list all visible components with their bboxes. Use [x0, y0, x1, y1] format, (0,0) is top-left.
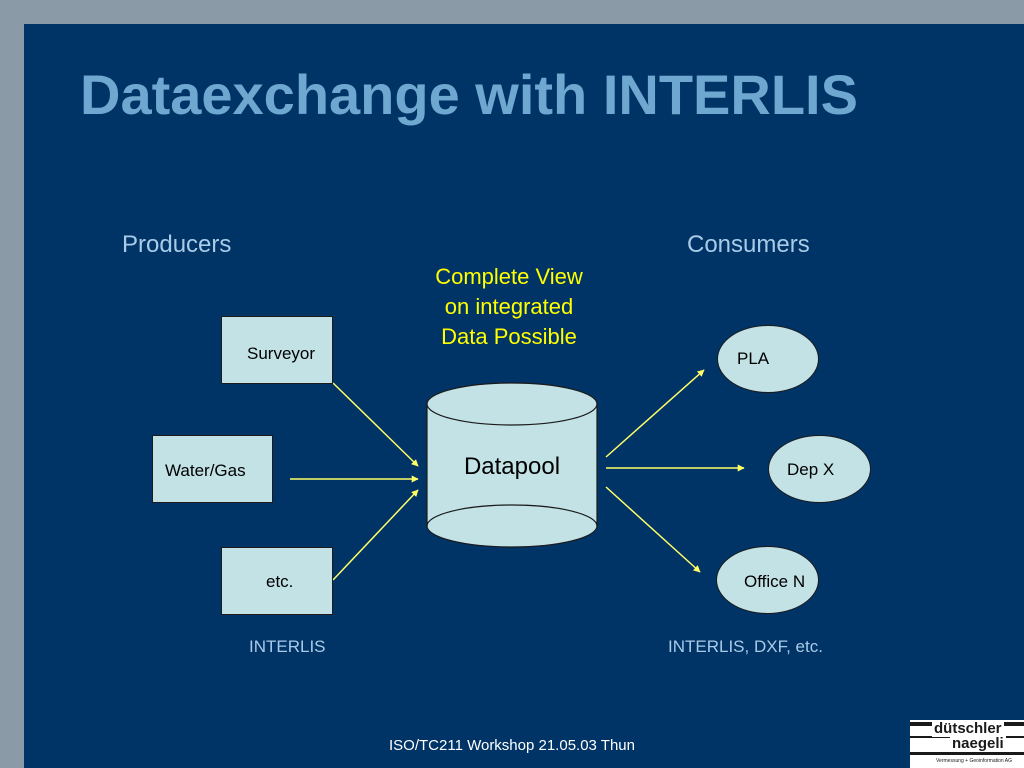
- consumer-ellipse-depx: Dep X: [768, 435, 871, 503]
- consumers-heading: Consumers: [687, 231, 810, 258]
- consumer-label: Office N: [744, 572, 806, 591]
- logo-line-3: Vermessung + Geoinformation AG: [936, 758, 1013, 764]
- producer-box-watergas: Water/Gas: [152, 435, 273, 503]
- arrow-datapool-to-pla: [605, 369, 705, 458]
- consumer-ellipse-pla: PLA: [717, 325, 819, 393]
- logo-line-1: dütschler: [932, 720, 1004, 737]
- note-line-1: Complete View: [435, 264, 583, 289]
- arrow-etc-to-datapool: [332, 489, 419, 581]
- producer-label: Surveyor: [247, 344, 316, 363]
- consumer-label: PLA: [737, 349, 770, 368]
- producer-label: Water/Gas: [165, 461, 246, 480]
- producer-label: etc.: [266, 572, 294, 591]
- producer-box-etc: etc.: [221, 547, 333, 615]
- consumer-format-caption: INTERLIS, DXF, etc.: [668, 637, 823, 656]
- datapool-label: Datapool: [463, 453, 561, 480]
- consumer-ellipse-officen: Office N: [716, 546, 819, 614]
- logo-line-2: naegeli: [950, 735, 1006, 752]
- integration-note: Complete View on integrated Data Possibl…: [414, 262, 604, 352]
- consumer-label: Dep X: [787, 460, 835, 479]
- slide-title: Dataexchange with INTERLIS: [80, 63, 858, 126]
- producer-format-caption: INTERLIS: [249, 637, 326, 656]
- slide-footer: ISO/TC211 Workshop 21.05.03 Thun: [389, 737, 635, 754]
- arrow-datapool-to-officen: [605, 486, 701, 573]
- note-line-3: Data Possible: [441, 324, 577, 349]
- company-logo: dütschler naegeli Vermessung + Geoinform…: [910, 720, 1024, 768]
- producer-box-surveyor: Surveyor: [221, 316, 333, 384]
- arrow-surveyor-to-datapool: [332, 382, 419, 467]
- datapool-cylinder: [426, 382, 598, 548]
- note-line-2: on integrated: [444, 294, 574, 319]
- producers-heading: Producers: [122, 231, 232, 258]
